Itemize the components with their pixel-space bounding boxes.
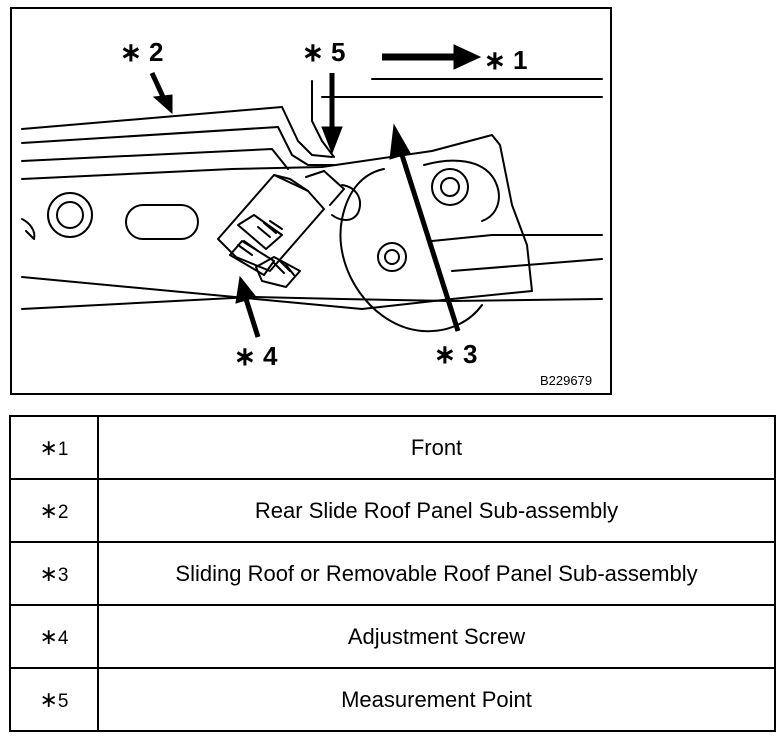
rear-panel-edge [21,148,289,170]
slot [125,204,199,240]
asterisk-symbol: ∗ [39,623,58,649]
legend-row: ∗1 Front [9,415,776,480]
leader-2-head [152,94,173,115]
asterisk-symbol: ∗ [39,434,58,460]
legend-description: Measurement Point [97,667,776,732]
legend-row: ∗3 Sliding Roof or Removable Roof Panel … [9,541,776,606]
hook [21,218,36,240]
legend-key: ∗4 [9,604,99,669]
callout-3: ∗ 3 [434,339,478,369]
screw-block [305,170,345,206]
screw-thread [257,220,283,238]
roller [341,168,385,220]
measurement-bracket [311,80,335,158]
asterisk-symbol: ∗ [39,686,58,712]
legend-key: ∗3 [9,541,99,606]
legend-number: 4 [57,627,69,649]
callout-2: ∗ 2 [120,37,164,67]
rear-panel-edge [21,106,333,158]
roof-mechanism-drawing [21,44,603,338]
pivot [440,177,460,197]
bracket-curve [331,184,361,221]
legend-number: 2 [57,501,69,523]
rear-panel-edge [21,126,335,166]
figure-id: B229679 [540,373,593,388]
carrier-plate [21,296,603,310]
pivot [431,168,469,206]
legend-key: ∗5 [9,667,99,732]
leader-5-head [321,126,343,155]
legend-number: 1 [57,438,69,460]
front-arrow-head [453,44,482,70]
leader-3-head [389,123,411,160]
legend-table: ∗1 Front ∗2 Rear Slide Roof Panel Sub-as… [9,415,776,732]
roller-hub [384,249,400,265]
leader-2 [149,71,167,101]
legend-description: Sliding Roof or Removable Roof Panel Sub… [97,541,776,606]
roller-hub [377,242,407,272]
rivet [47,192,93,238]
leader-3 [399,154,461,332]
pivot-link [423,159,500,222]
legend-row: ∗2 Rear Slide Roof Panel Sub-assembly [9,478,776,543]
callout-5: ∗ 5 [302,37,346,67]
screw-nut [255,256,301,288]
callout-4: ∗ 4 [234,341,278,371]
asterisk-symbol: ∗ [39,497,58,523]
legend-number: 3 [57,564,69,586]
legend-description: Front [97,415,776,480]
legend-number: 5 [57,690,69,712]
asterisk-symbol: ∗ [39,560,58,586]
screw-block [273,174,309,192]
screw-thread [273,260,295,276]
illustration-frame: ∗ 2 ∗ 5 ∗ 1 ∗ 4 ∗ 3 B229679 [10,7,612,395]
screw-body [237,214,283,250]
legend-key: ∗1 [9,415,99,480]
carrier-plate [451,258,603,272]
carrier-plate [431,234,603,242]
screw-thread [237,240,259,256]
callout-1: ∗ 1 [484,45,528,75]
legend-description: Adjustment Screw [97,604,776,669]
legend-row: ∗4 Adjustment Screw [9,604,776,669]
legend-key: ∗2 [9,478,99,543]
legend-description: Rear Slide Roof Panel Sub-assembly [97,478,776,543]
legend-row: ∗5 Measurement Point [9,667,776,732]
leader-4 [243,298,261,338]
roller [339,218,483,333]
leader-4-head [235,275,257,304]
rivet [56,201,84,229]
